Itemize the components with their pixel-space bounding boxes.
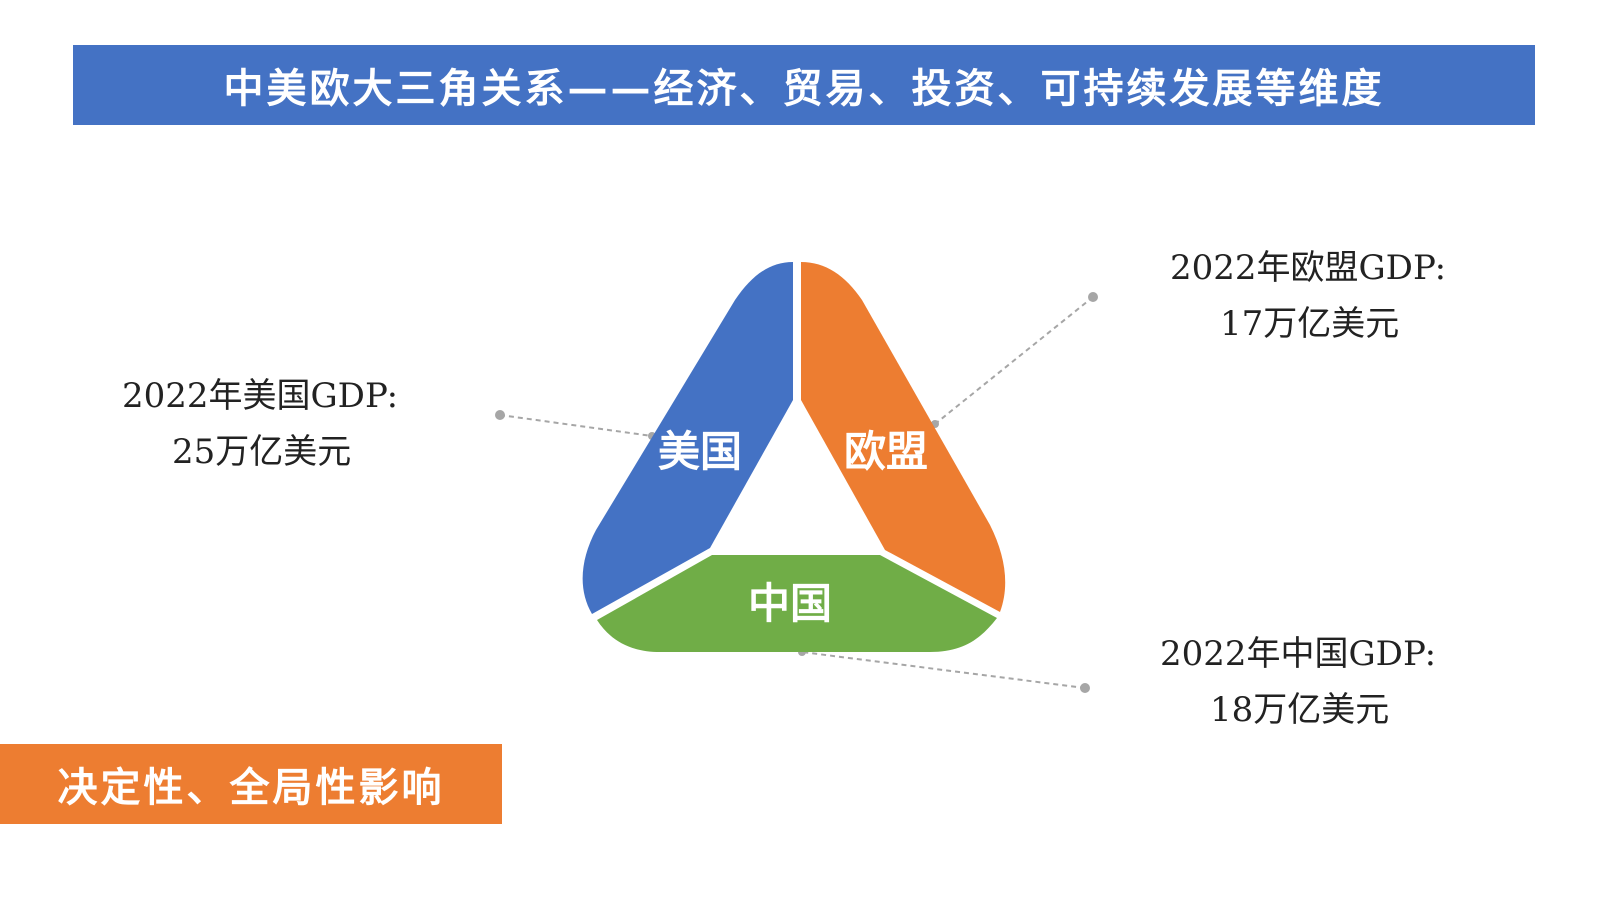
callout-eu-line1: 2022年欧盟GDP: xyxy=(1170,248,1447,288)
impact-badge: 决定性、全局性影响 xyxy=(0,744,502,824)
callout-eu-gdp: 2022年欧盟GDP: 17万亿美元 xyxy=(1170,240,1446,352)
callout-usa-line2: 25万亿美元 xyxy=(172,432,352,472)
slide-title: 中美欧大三角关系——经济、贸易、投资、可持续发展等维度 xyxy=(223,65,1385,112)
impact-badge-text: 决定性、全局性影响 xyxy=(57,764,445,811)
callout-eu-line2: 17万亿美元 xyxy=(1220,304,1400,344)
callout-usa-gdp: 2022年美国GDP: 25万亿美元 xyxy=(122,368,398,480)
callout-usa-line1: 2022年美国GDP: xyxy=(122,376,399,416)
segment-label-china: 中国 xyxy=(748,579,832,628)
leader-line-usa xyxy=(499,414,653,437)
leader-line-eu xyxy=(934,296,1094,425)
title-banner: 中美欧大三角关系——经济、贸易、投资、可持续发展等维度 xyxy=(73,45,1535,125)
leader-dot-usa-start xyxy=(495,410,505,420)
segment-eu xyxy=(801,262,1006,612)
callout-china-line1: 2022年中国GDP: xyxy=(1160,634,1437,674)
leader-dot-china-start xyxy=(1080,683,1090,693)
leader-dot-eu-start xyxy=(1088,292,1098,302)
segment-china xyxy=(597,555,997,652)
callout-china-gdp: 2022年中国GDP: 18万亿美元 xyxy=(1160,626,1436,738)
leader-line-china xyxy=(801,651,1086,689)
segment-usa xyxy=(582,262,793,614)
callout-china-line2: 18万亿美元 xyxy=(1210,690,1390,730)
segment-label-usa: 美国 xyxy=(658,427,742,476)
segment-label-eu: 欧盟 xyxy=(844,427,928,476)
